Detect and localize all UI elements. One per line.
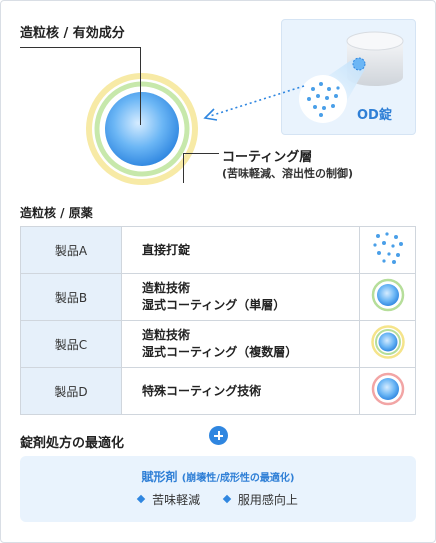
description-line: 特殊コーティング技術	[142, 383, 262, 398]
scattered-dots-icon	[359, 226, 416, 274]
benefit-text: 苦味軽減	[152, 493, 201, 507]
description-line: 湿式コーティング（単層）	[142, 298, 286, 312]
product-name: 製品D	[20, 367, 122, 415]
tablet-top	[346, 31, 404, 51]
od-tablet-illustration	[299, 31, 404, 123]
multi-layer-granule-icon	[359, 320, 416, 368]
tablet-spot	[352, 57, 366, 71]
core-pointer	[140, 48, 141, 125]
table-row: 製品B 造粒技術 湿式コーティング（単層）	[20, 273, 416, 321]
coating-sub-label: (苦味軽減、溶出性の制御)	[222, 167, 354, 180]
excipient-name: 賦形剤	[141, 470, 178, 484]
special-coating-granule-icon	[359, 367, 416, 415]
product-name: 製品B	[20, 273, 122, 321]
diamond-bullet-icon	[136, 494, 146, 504]
granule-diagram	[86, 73, 198, 185]
product-name: 製品C	[20, 320, 122, 368]
product-description: 造粒技術 湿式コーティング（複数層）	[121, 320, 360, 368]
excipient-sub: (崩壊性/成形性の最適化)	[181, 473, 295, 484]
product-name: 製品A	[20, 226, 122, 274]
list-item: 服用感向上	[222, 491, 298, 508]
magnified-circle	[299, 75, 347, 123]
coating-leader-line-vertical	[183, 153, 184, 183]
list-item: 苦味軽減	[136, 491, 201, 508]
excipient-title: 賦形剤 (崩壊性/成形性の最適化)	[20, 468, 416, 485]
table-row: 製品A 直接打錠	[20, 226, 416, 274]
excipient-panel: 賦形剤 (崩壊性/成形性の最適化) 苦味軽減 服用感向上	[20, 456, 416, 522]
single-layer-granule-icon	[359, 273, 416, 321]
description-line: 造粒技術	[142, 328, 191, 342]
plus-icon	[209, 426, 228, 445]
dotted-arrow	[203, 85, 305, 121]
excipient-benefits: 苦味軽減 服用感向上	[20, 491, 416, 508]
product-table: 製品A 直接打錠 製品B 造粒技術 湿式コーティング（単層）	[20, 226, 416, 415]
table-row: 製品D 特殊コーティング技術	[20, 367, 416, 415]
core-leader-line	[20, 47, 141, 48]
magnified-granules	[307, 82, 340, 117]
core-particle	[105, 92, 179, 166]
optimization-label: 錠剤処方の最適化	[20, 436, 125, 451]
description-line: 直接打錠	[142, 242, 191, 257]
description-line: 造粒技術	[142, 281, 191, 295]
product-description: 特殊コーティング技術	[121, 367, 360, 415]
product-description: 直接打錠	[121, 226, 360, 274]
description-line: 湿式コーティング（複数層）	[142, 345, 298, 359]
product-description: 造粒技術 湿式コーティング（単層）	[121, 273, 360, 321]
coating-label: コーティング層	[222, 150, 313, 165]
table-row: 製品C 造粒技術 湿式コーティング（複数層）	[20, 320, 416, 368]
benefit-text: 服用感向上	[237, 493, 298, 507]
inner-coating-ring	[94, 81, 190, 177]
coating-leader-line	[183, 153, 219, 154]
api-section-label: 造粒核 / 原薬	[20, 206, 93, 220]
diamond-bullet-icon	[222, 494, 232, 504]
core-label: 造粒核 / 有効成分	[20, 26, 125, 41]
od-tablet-label: OD錠	[357, 108, 392, 123]
outer-coating-ring	[86, 73, 198, 185]
